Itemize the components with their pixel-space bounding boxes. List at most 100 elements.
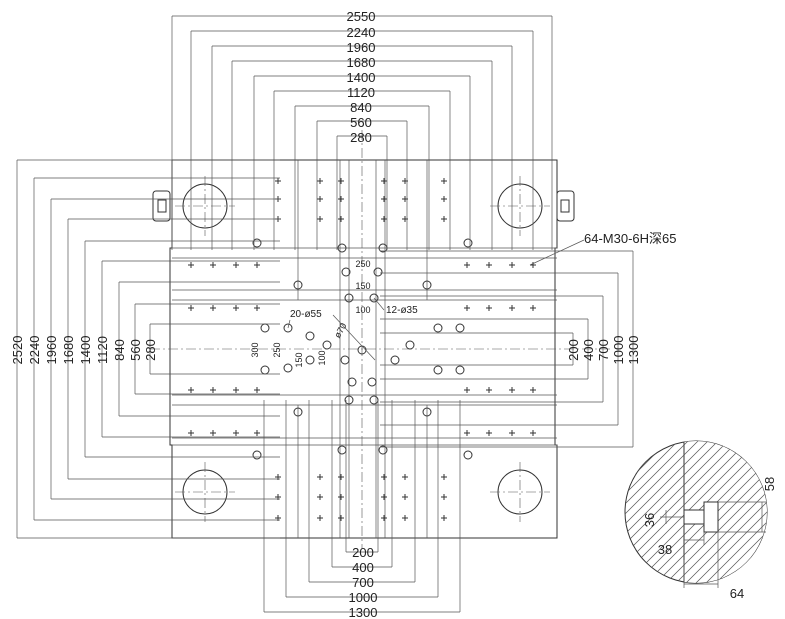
side-lug-right xyxy=(556,190,575,222)
ejector-hole xyxy=(455,323,465,333)
dim-bottom-1300: 1300 xyxy=(349,605,378,619)
ejector-hole xyxy=(260,365,270,375)
ejector-hole xyxy=(433,323,443,333)
leader-line xyxy=(332,314,376,361)
detail-dim-58: 58 xyxy=(762,477,777,491)
dim-top-2240: 2240 xyxy=(347,25,376,40)
dim-bottom-1000: 1000 xyxy=(349,590,378,605)
dim-right-1000: 1000 xyxy=(611,336,626,365)
ejector-hole xyxy=(293,407,303,417)
thread-bore xyxy=(683,509,705,525)
ejector-hole xyxy=(433,365,443,375)
dim-right-1300: 1300 xyxy=(626,336,641,365)
hatch-line xyxy=(625,441,740,583)
ejector-hole xyxy=(344,293,354,303)
dim-left-1680: 1680 xyxy=(61,336,76,365)
dim-left-2240: 2240 xyxy=(27,336,42,365)
ejector-hole xyxy=(305,331,315,341)
ejector-hole xyxy=(341,267,351,277)
leader-line xyxy=(373,297,385,311)
ejector-hole xyxy=(422,280,432,290)
dimension-lines xyxy=(16,15,634,613)
dim-top-1120: 1120 xyxy=(347,85,375,100)
ejector-hole xyxy=(378,445,388,455)
dim-dia-70: ø70 xyxy=(332,321,348,339)
dim-bottom-400: 400 xyxy=(352,560,374,575)
note-tapped-holes: 64-M30-6H深65 xyxy=(584,231,677,246)
hatch-line xyxy=(625,441,680,583)
dim-vert-100: 100 xyxy=(317,350,327,365)
ejector-hole xyxy=(337,445,347,455)
ejector-hole xyxy=(260,323,270,333)
ejector-hole xyxy=(369,293,379,303)
ejector-hole xyxy=(340,355,350,365)
note-bolt-holes-35: 12-ø35 xyxy=(386,305,418,316)
ejector-hole xyxy=(252,238,262,248)
side-lug-right-inner xyxy=(560,199,570,213)
ejector-hole xyxy=(252,450,262,460)
dim-left-560: 560 xyxy=(128,339,143,361)
dim-left-840: 840 xyxy=(112,339,127,361)
dim-bottom-700: 700 xyxy=(352,575,374,590)
dim-top-2550: 2550 xyxy=(347,9,376,24)
ejector-hole xyxy=(337,243,347,253)
hatch-line xyxy=(653,441,767,583)
ejector-hole xyxy=(422,407,432,417)
hatch-line xyxy=(625,441,690,583)
ejector-hole xyxy=(283,323,293,333)
hatch-line xyxy=(625,441,670,583)
side-lug-left-inner xyxy=(157,199,167,213)
hatch-line xyxy=(663,441,767,583)
dim-left-280: 280 xyxy=(143,339,158,361)
ejector-hole xyxy=(344,395,354,405)
hatch-line xyxy=(625,441,730,583)
dim-top-1960: 1960 xyxy=(347,40,376,55)
hatch-line xyxy=(673,441,767,583)
hatch-line xyxy=(625,441,710,583)
dim-left-1120: 1120 xyxy=(95,336,110,364)
ejector-hole xyxy=(293,280,303,290)
dim-top-280: 280 xyxy=(350,130,372,145)
dim-top-560: 560 xyxy=(350,115,372,130)
ejector-hole xyxy=(369,395,379,405)
dim-left-1400: 1400 xyxy=(78,336,93,365)
ejector-hole xyxy=(463,238,473,248)
ejector-hole xyxy=(305,355,315,365)
detail-dim-64: 64 xyxy=(730,586,744,601)
side-lug-left xyxy=(152,190,171,222)
ejector-hole xyxy=(390,355,400,365)
hatch-line xyxy=(703,441,767,583)
leader-line xyxy=(287,319,291,329)
dim-vert-150: 150 xyxy=(294,352,304,367)
hatch-line xyxy=(713,441,767,583)
dim-top-1680: 1680 xyxy=(347,55,376,70)
dim-right-400: 400 xyxy=(581,339,596,361)
ejector-hole xyxy=(463,450,473,460)
dim-bottom-200: 200 xyxy=(352,545,374,560)
detail-dim-36: 36 xyxy=(642,513,657,527)
dim-left-1960: 1960 xyxy=(44,336,59,365)
dim-right-700: 700 xyxy=(596,339,611,361)
counterbore xyxy=(703,501,719,533)
mounting-holes xyxy=(152,176,575,522)
dim-right-200: 200 xyxy=(566,339,581,361)
platen-outline xyxy=(150,130,610,548)
ejector-hole xyxy=(367,377,377,387)
dim-center-150: 150 xyxy=(355,281,370,291)
detail-dim-38: 38 xyxy=(658,542,672,557)
hatch-line xyxy=(683,441,767,583)
ejector-hole xyxy=(347,377,357,387)
ejector-hole xyxy=(283,363,293,373)
dim-center-250: 250 xyxy=(355,259,370,269)
dim-top-1400: 1400 xyxy=(347,70,376,85)
dim-center-100: 100 xyxy=(355,305,370,315)
ejector-hole xyxy=(322,340,332,350)
ejector-hole xyxy=(455,365,465,375)
ejector-hole xyxy=(373,267,383,277)
dim-top-840: 840 xyxy=(350,100,372,115)
hatch-line xyxy=(625,441,700,583)
hatch-line xyxy=(625,441,720,583)
dim-left-2520: 2520 xyxy=(10,336,25,365)
note-bolt-holes-55: 20-ø55 xyxy=(290,309,322,320)
